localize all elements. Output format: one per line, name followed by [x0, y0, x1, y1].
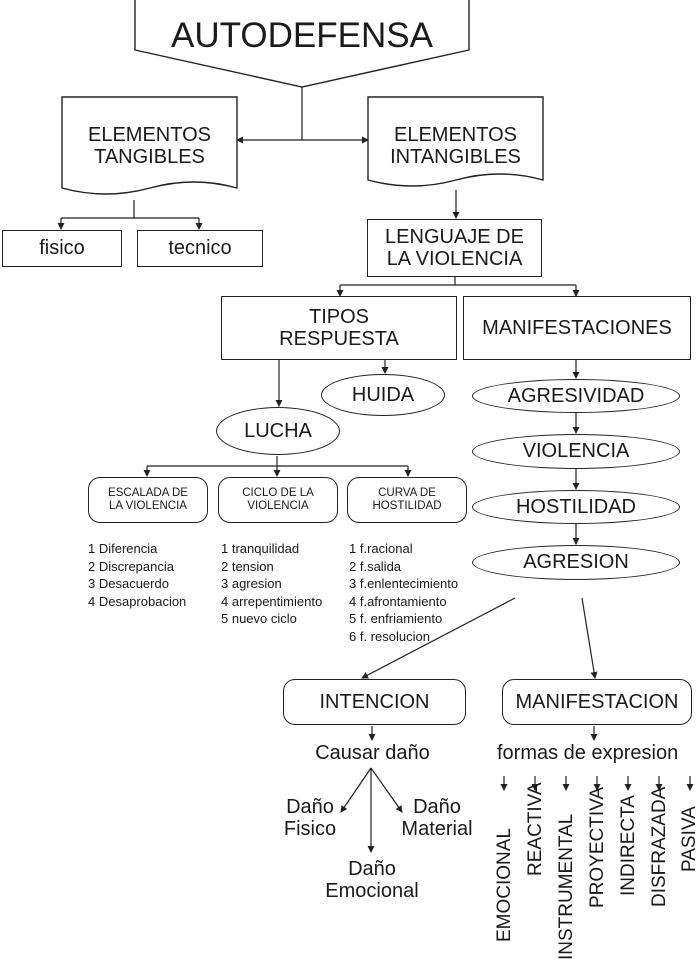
type-pasiva: PASIVA [679, 806, 696, 872]
list-item: 3 agresion [221, 576, 282, 591]
ciclo-box: CICLO DE LA VIOLENCIA [218, 477, 338, 523]
list-item: 6 f. resolucion [349, 628, 430, 644]
type-disfrazada: DISFRAZADA [649, 786, 670, 907]
causar-dano-label: Causar daño [315, 742, 430, 764]
curva-line2: HOSTILIDAD [372, 500, 442, 512]
escalada-line2: LA VIOLENCIA [109, 500, 187, 512]
curva-line1: CURVA DE [378, 487, 436, 500]
dano-material-label: Daño Material [394, 796, 480, 841]
dano-emocional-line2: Emocional [325, 880, 419, 903]
list-item: 5 nuevo ciclo [221, 611, 297, 626]
tipos-respuesta-box: TIPOS RESPUESTA [221, 296, 457, 360]
ciclo-list: 1 tranquilidad 2 tension 3 agresion 4 ar… [221, 540, 322, 628]
tangibles-label-line1: ELEMENTOS [88, 124, 211, 146]
manifestacion-box: MANIFESTACION [502, 679, 692, 725]
list-item: 2 Discrepancia [88, 558, 174, 574]
type-emocional: EMOCIONAL [494, 827, 515, 942]
lucha-ellipse: LUCHA [216, 407, 340, 455]
dano-material-line1: Daño [413, 796, 461, 818]
list-item: 1 f.racional [349, 541, 413, 556]
type-reactiva: REACTIVA [525, 782, 546, 876]
list-item: 2 f.salida [349, 558, 402, 574]
escalada-list: 1 Diferencia 2 Discrepancia 3 Desacuerdo… [88, 540, 186, 610]
list-item: 5 f. enfriamiento [349, 611, 443, 626]
lenguaje-box: LENGUAJE DE LA VIOLENCIA [367, 219, 542, 277]
fisico-box: fisico [2, 230, 122, 267]
dano-fisico-line1: Daño [286, 796, 334, 818]
list-item: 4 f.afrontamiento [349, 593, 447, 609]
type-instrumental: INSTRUMENTAL [556, 813, 577, 960]
hostilidad-ellipse: HOSTILIDAD [472, 490, 680, 524]
curva-box: CURVA DE HOSTILIDAD [347, 477, 467, 523]
dano-emocional-label: Daño Emocional [318, 858, 426, 903]
escalada-box: ESCALADA DE LA VIOLENCIA [88, 477, 208, 523]
list-item: 1 tranquilidad [221, 541, 300, 556]
agresividad-ellipse: AGRESIVIDAD [472, 379, 680, 413]
list-item: 3 f.enlentecimiento [349, 576, 459, 591]
tipos-line1: TIPOS [308, 305, 369, 328]
list-item: 4 arrepentimiento [221, 593, 323, 609]
type-proyectiva: PROYECTIVA [587, 786, 608, 908]
tipos-line2: RESPUESTA [279, 328, 399, 350]
dano-fisico-line2: Fisico [283, 818, 337, 841]
agresion-ellipse: AGRESION [472, 545, 680, 580]
dano-fisico-label: Daño Fisico [272, 796, 348, 841]
intangibles-doc-shape [367, 96, 544, 187]
list-item: 1 Diferencia [88, 541, 158, 556]
huida-ellipse: HUIDA [321, 374, 445, 416]
list-item: 3 Desacuerdo [88, 576, 169, 591]
intencion-box: INTENCION [283, 679, 466, 725]
lenguaje-line2: LA VIOLENCIA [386, 248, 523, 270]
page-title: AUTODEFENSA [171, 16, 433, 55]
formas-expresion-label: formas de expresion [497, 742, 679, 764]
lenguaje-line1: LENGUAJE DE [385, 225, 524, 248]
tangibles-doc-shape [61, 96, 238, 195]
violencia-ellipse: VIOLENCIA [472, 434, 680, 469]
ciclo-line1: CICLO DE LA [242, 487, 314, 500]
intangibles-label-line2: INTANGIBLES [390, 146, 521, 169]
dano-emocional-line1: Daño [348, 858, 396, 880]
curva-list: 1 f.racional 2 f.salida 3 f.enlentecimie… [349, 540, 458, 645]
type-indirecta: INDIRECTA [618, 795, 639, 896]
manifestaciones-box: MANIFESTACIONES [463, 296, 691, 360]
tangibles-label-line2: TANGIBLES [94, 146, 205, 169]
intangibles-label-line1: ELEMENTOS [394, 124, 517, 146]
list-item: 4 Desaprobacion [88, 593, 187, 609]
dano-material-line2: Material [401, 818, 473, 841]
list-item: 2 tension [221, 558, 274, 574]
tangibles-label: ELEMENTOS TANGIBLES [62, 124, 237, 169]
ciclo-line2: VIOLENCIA [247, 500, 309, 512]
intangibles-label: ELEMENTOS INTANGIBLES [368, 124, 543, 169]
tecnico-box: tecnico [137, 230, 263, 267]
escalada-line1: ESCALADA DE [108, 487, 188, 500]
